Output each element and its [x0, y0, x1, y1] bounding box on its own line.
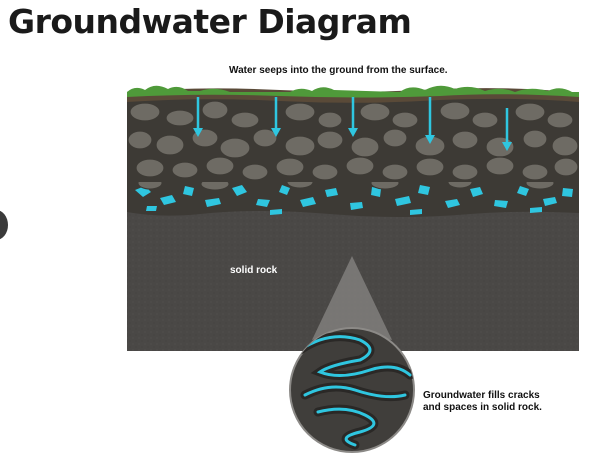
edge-control-dot[interactable]: [0, 210, 8, 240]
down-arrow-icon: [193, 97, 203, 137]
down-arrow-icon: [271, 97, 281, 137]
down-arrow-icon: [348, 97, 358, 137]
stony-soil-layer: [127, 94, 579, 182]
groundwater-caption-line2: and spaces in solid rock.: [423, 402, 542, 413]
surface-caption: Water seeps into the ground from the sur…: [229, 65, 448, 76]
zoom-circle: [289, 327, 415, 453]
down-arrow-icon: [425, 97, 435, 144]
magnifier-cone: [312, 256, 392, 340]
groundwater-caption-line1: Groundwater fills cracks: [423, 390, 540, 401]
page-title: Groundwater Diagram: [8, 2, 412, 41]
grass-strip: [127, 85, 579, 98]
down-arrow-icon: [502, 108, 512, 151]
solid-rock-label: solid rock: [230, 265, 278, 276]
groundwater-caption: Groundwater fills cracks and spaces in s…: [423, 390, 563, 414]
